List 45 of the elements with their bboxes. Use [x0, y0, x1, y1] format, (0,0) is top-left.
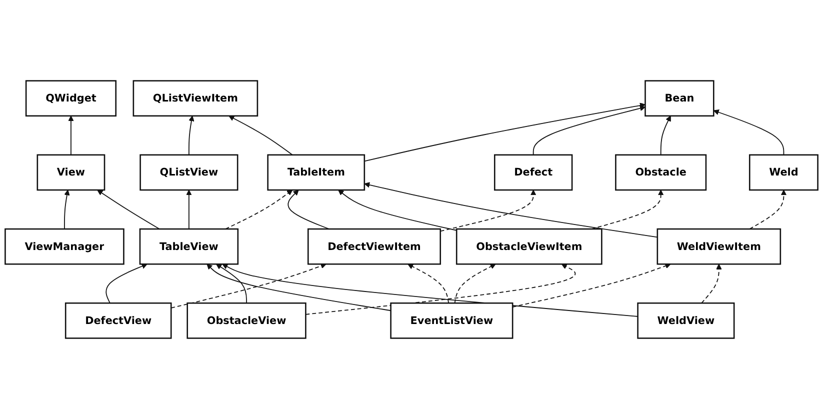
arrow — [440, 190, 536, 232]
node-box: Weld — [748, 154, 818, 191]
arrow — [364, 102, 646, 162]
arrow — [225, 190, 293, 230]
node-box: WeldViewItem — [656, 228, 782, 265]
arrow — [454, 264, 496, 304]
node-box: ObstacleViewItem — [456, 228, 602, 265]
arrow — [288, 190, 330, 230]
node-box: DefectViewItem — [307, 228, 441, 265]
arrow — [170, 263, 326, 308]
node-box: ViewManager — [4, 228, 124, 265]
arrow — [64, 190, 70, 230]
arrow — [660, 116, 671, 156]
node-box: QWidget — [25, 80, 116, 117]
node-box: DefectView — [64, 302, 172, 339]
node-box: View — [36, 154, 106, 191]
arrow — [364, 182, 658, 238]
arrow — [222, 264, 638, 317]
arrow — [97, 190, 160, 230]
arrow — [512, 263, 671, 308]
arrow — [338, 190, 458, 231]
node-box: Bean — [644, 80, 714, 117]
arrow — [186, 190, 192, 230]
arrow — [188, 116, 194, 156]
node-box: WeldView — [637, 302, 735, 339]
arrow — [532, 106, 646, 156]
node-box: TableItem — [267, 154, 366, 191]
arrow — [701, 264, 722, 304]
arrow — [749, 190, 787, 230]
arrow — [591, 190, 664, 230]
node-box: EventListView — [390, 302, 514, 339]
node-box: QListViewItem — [132, 80, 258, 117]
node-box: TableView — [139, 228, 239, 265]
arrow — [68, 116, 74, 156]
node-box: ObstacleView — [186, 302, 306, 339]
node-box: Defect — [494, 154, 573, 191]
arrow — [305, 264, 576, 315]
arrow — [106, 263, 148, 304]
arrow — [228, 116, 293, 156]
arrow — [216, 264, 247, 304]
arrow — [206, 264, 392, 312]
node-box: QListView — [140, 154, 238, 191]
arrow — [713, 110, 784, 156]
arrow — [408, 264, 450, 304]
node-box: Obstacle — [615, 154, 707, 191]
